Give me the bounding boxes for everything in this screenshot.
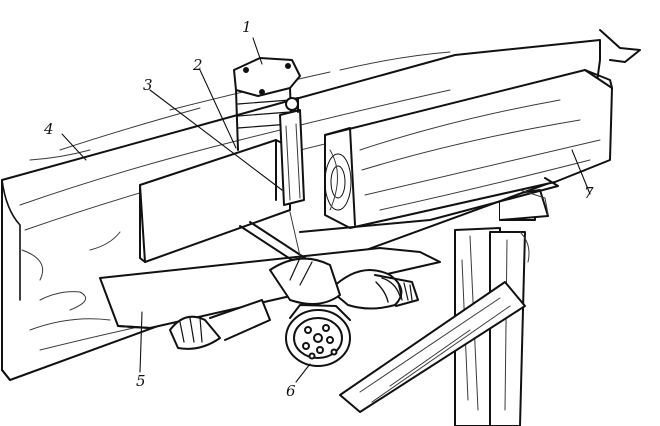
callout-3: 3 xyxy=(143,76,153,94)
spindle-column-3 xyxy=(279,97,305,206)
callout-2: 2 xyxy=(193,56,203,74)
diagonal-brace xyxy=(339,281,526,413)
callout-4: 4 xyxy=(44,120,54,138)
callout-1: 1 xyxy=(242,18,252,36)
base-plate-5 xyxy=(99,247,441,329)
callout-7: 7 xyxy=(584,184,594,202)
handle-left xyxy=(169,299,271,350)
support-rail xyxy=(299,177,559,233)
guide-rod xyxy=(239,211,306,263)
handle-grip xyxy=(329,269,419,310)
motor-unit-1 xyxy=(233,57,301,151)
callout-5: 5 xyxy=(136,372,146,390)
cutter-head-6 xyxy=(269,257,351,367)
callout-6: 6 xyxy=(286,382,296,400)
support-trestle xyxy=(454,189,549,426)
timber-beam-7 xyxy=(324,29,641,229)
leader-lines xyxy=(61,37,591,383)
